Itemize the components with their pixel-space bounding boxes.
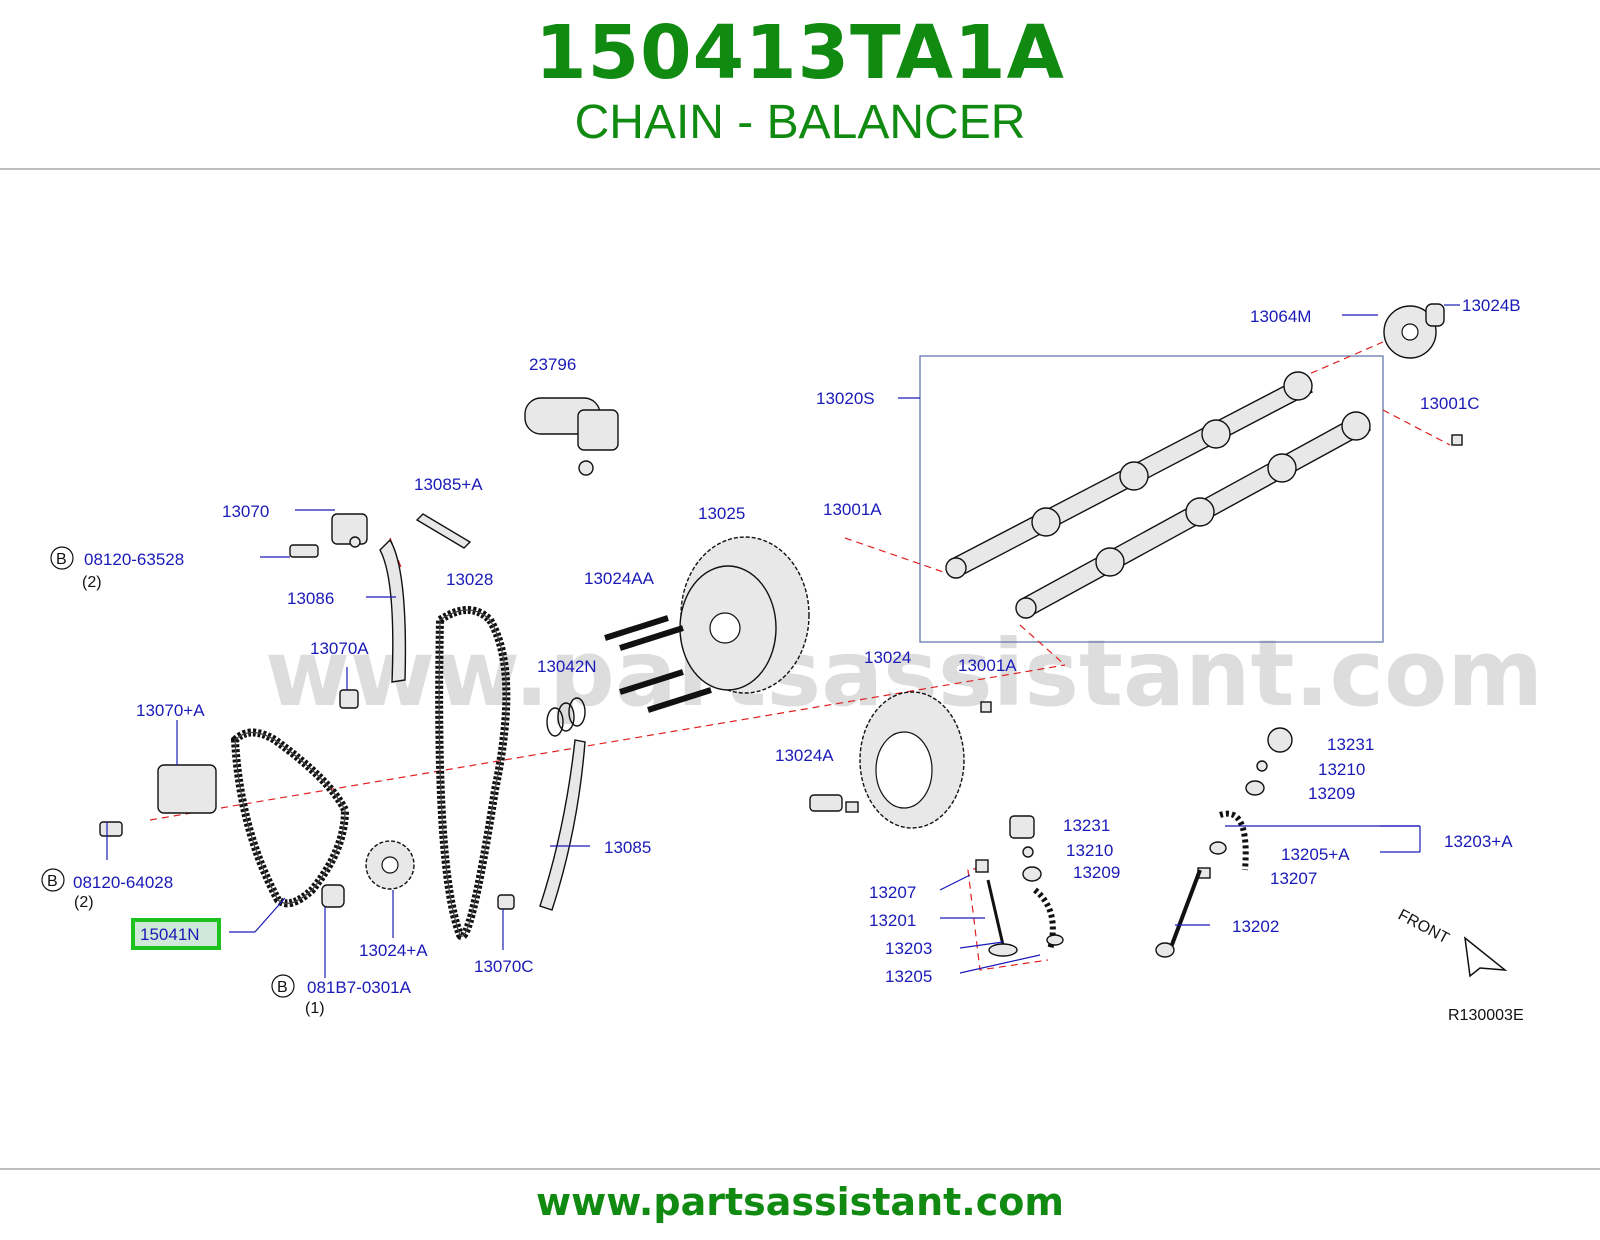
callout-13085[interactable]: 13085 xyxy=(604,838,651,857)
camshaft-exhaust xyxy=(945,371,1314,579)
badge-b-3: B xyxy=(271,974,295,998)
gear-13024 xyxy=(859,691,965,829)
callout-13205[interactable]: 13205 xyxy=(885,967,932,986)
callout-13201[interactable]: 13201 xyxy=(869,911,916,930)
footer-divider xyxy=(0,1168,1600,1170)
guide-13085a xyxy=(415,513,472,549)
sprocket-13025 xyxy=(679,536,810,694)
callout-13024pa[interactable]: 13024+A xyxy=(359,941,428,960)
callout-13207-b[interactable]: 13207 xyxy=(1270,869,1317,888)
sensor-23796 xyxy=(524,397,619,476)
front-arrow-icon xyxy=(1464,936,1508,978)
callout-13020s[interactable]: 13020S xyxy=(816,389,875,408)
callout-13064m[interactable]: 13064M xyxy=(1250,307,1311,326)
callout-15041n[interactable]: 15041N xyxy=(140,925,200,944)
svg-text:B: B xyxy=(56,551,67,568)
camshaft-intake xyxy=(1015,411,1372,619)
callout-08120-63528[interactable]: 08120-63528 xyxy=(84,550,184,569)
washers-13042n xyxy=(546,697,586,737)
camshaft-group-box xyxy=(919,355,1384,643)
callout-081b7-0301a[interactable]: 081B7-0301A xyxy=(307,978,412,997)
part-name-subtitle: CHAIN - BALANCER xyxy=(574,96,1026,149)
callout-13209-a[interactable]: 13209 xyxy=(1308,784,1355,803)
chain-15041n xyxy=(230,728,350,908)
bolt-08120-63528 xyxy=(289,544,319,558)
guide-13085 xyxy=(539,739,586,911)
parts-diagram: www.partsassistant.com xyxy=(41,296,1543,1024)
badge-b-2: B xyxy=(41,868,65,892)
callout-13202[interactable]: 13202 xyxy=(1232,917,1279,936)
dowel-13001a-top xyxy=(845,801,859,813)
callout-13024aa[interactable]: 13024AA xyxy=(584,569,655,588)
callout-13028[interactable]: 13028 xyxy=(446,570,493,589)
callout-13203[interactable]: 13203 xyxy=(885,939,932,958)
callout-13024b[interactable]: 13024B xyxy=(1462,296,1521,315)
quantity-label: (2) xyxy=(74,894,94,911)
header-divider xyxy=(0,168,1600,170)
bolt-13070c xyxy=(497,894,515,910)
footer-website-link[interactable]: www.partsassistant.com xyxy=(536,1180,1064,1224)
callout-13203a[interactable]: 13203+A xyxy=(1444,832,1513,851)
callout-13001c[interactable]: 13001C xyxy=(1420,394,1480,413)
part-labels: 23796 13064M 13024B 13020S 13001C 13085+… xyxy=(73,296,1521,997)
callout-08120-64028[interactable]: 08120-64028 xyxy=(73,873,173,892)
callout-13207-a[interactable]: 13207 xyxy=(869,883,916,902)
callout-13025[interactable]: 13025 xyxy=(698,504,745,523)
svg-text:B: B xyxy=(47,873,58,890)
valve-parts-right xyxy=(1155,727,1293,958)
part-number-title: 150413TA1A xyxy=(535,10,1065,96)
bolt-13024b xyxy=(1425,303,1445,327)
callout-13070pa[interactable]: 13070+A xyxy=(136,701,205,720)
svg-text:B: B xyxy=(277,979,288,996)
highlight-box xyxy=(131,918,221,950)
callout-13001a-mid[interactable]: 13001A xyxy=(958,656,1017,675)
bolts-13024aa xyxy=(604,615,712,713)
reference-code: R130003E xyxy=(1448,1007,1524,1024)
callout-13024[interactable]: 13024 xyxy=(864,648,911,667)
dowel-13001a xyxy=(980,701,992,713)
callout-13001a-top[interactable]: 13001A xyxy=(823,500,882,519)
front-label: FRONT xyxy=(1395,907,1452,948)
callout-13070[interactable]: 13070 xyxy=(222,502,269,521)
callout-13070a[interactable]: 13070A xyxy=(310,639,369,658)
bolt-13070a xyxy=(339,689,359,709)
callout-13205a[interactable]: 13205+A xyxy=(1281,845,1350,864)
callout-13210-a[interactable]: 13210 xyxy=(1318,760,1365,779)
bolt-081b7 xyxy=(321,884,345,908)
callout-23796[interactable]: 23796 xyxy=(529,355,576,374)
tensioner-13070a xyxy=(157,764,217,814)
guide-13086 xyxy=(379,538,407,683)
valve-parts-left xyxy=(975,815,1064,957)
callout-13209-b[interactable]: 13209 xyxy=(1073,863,1120,882)
dowel-13001c xyxy=(1451,434,1463,446)
callout-13070c[interactable]: 13070C xyxy=(474,957,534,976)
callout-13231-a[interactable]: 13231 xyxy=(1327,735,1374,754)
page-header: 150413TA1A CHAIN - BALANCER xyxy=(0,0,1600,168)
callout-13086[interactable]: 13086 xyxy=(287,589,334,608)
bolt-13024a xyxy=(809,794,843,812)
bolt-08120-64028 xyxy=(99,821,123,837)
quantity-label: (2) xyxy=(82,574,102,591)
quantity-label: (1) xyxy=(305,1000,325,1017)
badge-b-1: B xyxy=(50,546,74,570)
callout-13042n[interactable]: 13042N xyxy=(537,657,597,676)
callout-13231-b[interactable]: 13231 xyxy=(1063,816,1110,835)
callout-13024a[interactable]: 13024A xyxy=(775,746,834,765)
callout-13210-b[interactable]: 13210 xyxy=(1066,841,1113,860)
leader-lines xyxy=(106,304,1460,978)
callout-13085a[interactable]: 13085+A xyxy=(414,475,483,494)
tensioner-13070 xyxy=(331,513,368,548)
